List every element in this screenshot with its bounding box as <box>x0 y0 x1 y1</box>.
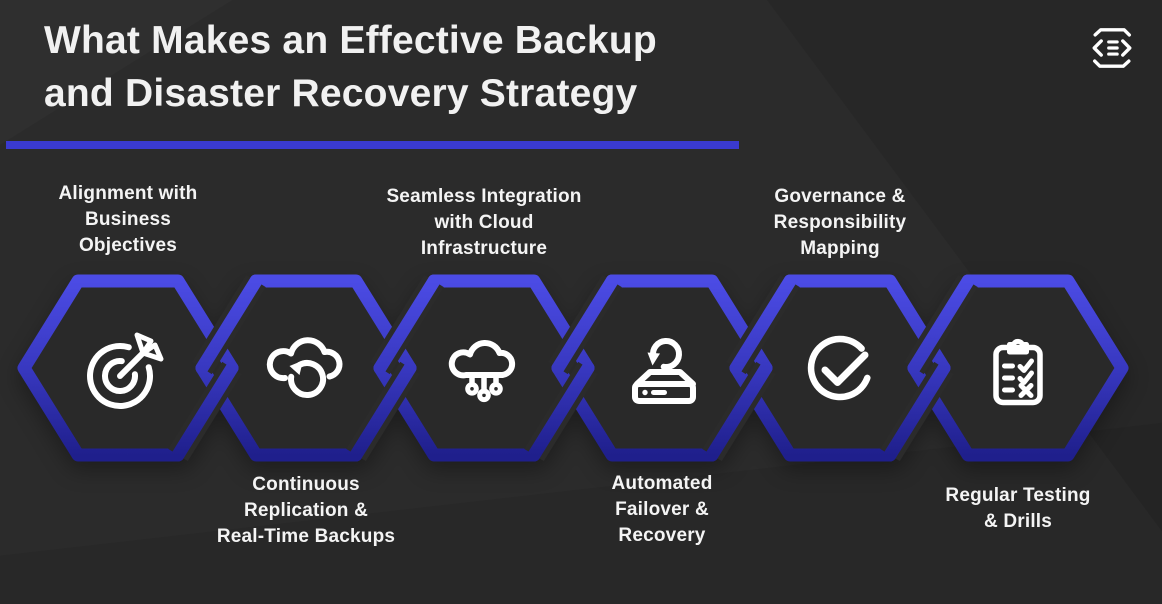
item-label-regular-testing: Regular Testing & Drills <box>945 485 1091 532</box>
hexagon-weave-overlaps <box>168 274 978 462</box>
cloud-sync-icon <box>266 337 343 398</box>
item-label-alignment-with-business-objectives: Alignment with Business Objectives <box>58 183 198 256</box>
logo-bottom-edge <box>1093 59 1131 68</box>
logo-menu-bars <box>1107 40 1119 56</box>
hexagon-code-logo <box>1092 28 1132 68</box>
clipboard-checklist-icon <box>993 338 1043 406</box>
item-label-automated-failover: Automated Failover & Recovery <box>611 473 713 546</box>
check-circle-icon <box>807 335 871 401</box>
logo-left-bracket <box>1092 39 1103 57</box>
item-label-seamless-integration: Seamless Integration with Cloud Infrastr… <box>386 186 582 259</box>
title-underline <box>6 141 739 149</box>
cloud-network-icon <box>448 339 516 403</box>
logo-right-bracket <box>1121 39 1132 57</box>
server-restore-icon <box>632 338 696 404</box>
page-title: What Makes an Effective Backup and Disas… <box>44 19 657 115</box>
logo-top-edge <box>1093 28 1131 37</box>
item-label-governance-mapping: Governance & Responsibility Mapping <box>773 186 907 259</box>
target-goal-icon <box>87 332 164 409</box>
item-label-continuous-replication: Continuous Replication & Real-Time Backu… <box>216 474 396 547</box>
